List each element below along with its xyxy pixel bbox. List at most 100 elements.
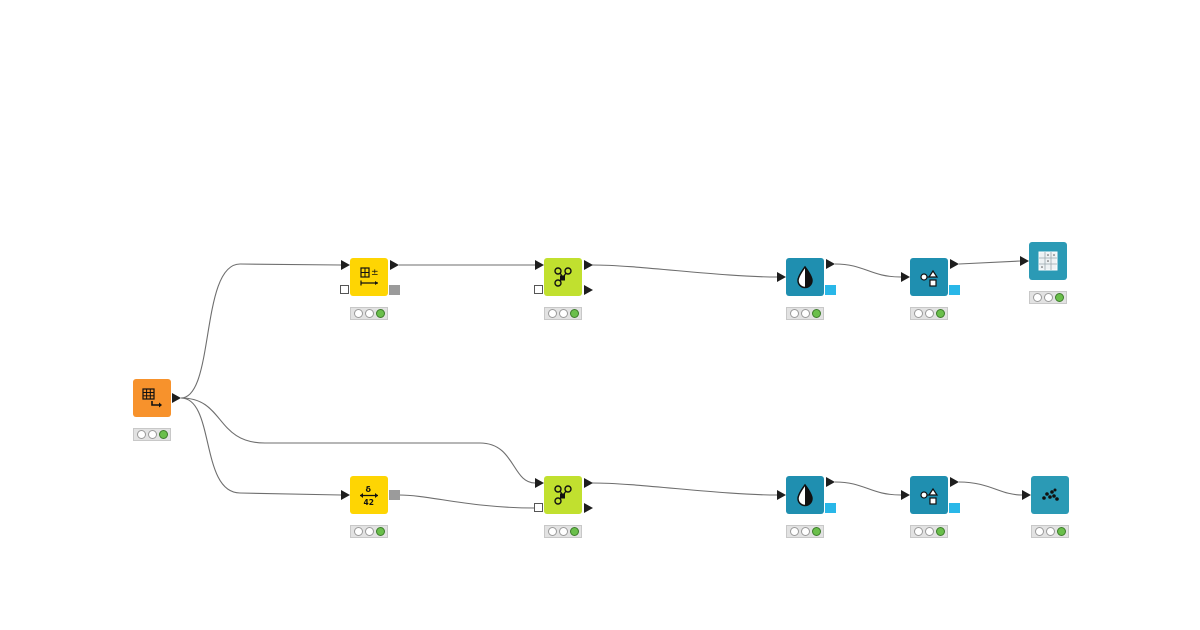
node-status <box>544 307 582 320</box>
output-port[interactable] <box>390 260 399 270</box>
model-output-port[interactable] <box>825 503 836 513</box>
status-light-green <box>935 309 945 318</box>
number-to-string-node[interactable]: δ 42 <box>350 476 388 514</box>
status-light-yellow <box>558 527 568 536</box>
node-status <box>786 525 824 538</box>
table-view-icon <box>1038 251 1058 271</box>
appender-top-node[interactable] <box>910 258 948 296</box>
status-light-yellow <box>558 309 568 318</box>
input-port[interactable] <box>1022 490 1031 500</box>
status-light-red <box>913 527 923 536</box>
table-reader-icon <box>142 388 162 408</box>
shapes-icon <box>920 269 939 287</box>
output-port[interactable] <box>172 393 181 403</box>
flow-variable-input-port[interactable] <box>340 285 349 294</box>
status-light-red <box>789 527 799 536</box>
connection-reader-to-number-to-string[interactable] <box>180 397 342 496</box>
connection-number-to-string-to-learner-bottom[interactable] <box>398 494 536 509</box>
input-port[interactable] <box>341 490 350 500</box>
status-light-yellow <box>1045 527 1055 536</box>
input-port[interactable] <box>901 272 910 282</box>
status-light-green <box>1056 527 1066 536</box>
learner-top-node[interactable] <box>544 258 582 296</box>
status-light-red <box>136 430 146 439</box>
svg-text:±: ± <box>371 268 379 278</box>
output-port[interactable] <box>826 477 835 487</box>
status-light-green <box>375 309 385 318</box>
number-to-string-icon: δ 42 <box>360 485 378 507</box>
connection-predictor-top-to-appender-top[interactable] <box>834 263 902 278</box>
appender-bottom-node[interactable] <box>910 476 948 514</box>
input-port[interactable] <box>777 272 786 282</box>
connection-reader-to-learner-bottom[interactable] <box>180 397 536 484</box>
status-light-yellow <box>924 309 934 318</box>
status-light-red <box>353 309 363 318</box>
status-light-red <box>547 309 557 318</box>
status-light-red <box>353 527 363 536</box>
svg-text:42: 42 <box>364 498 374 507</box>
connection-appender-top-to-table-view[interactable] <box>958 260 1021 265</box>
node-status <box>910 307 948 320</box>
status-light-green <box>569 309 579 318</box>
learner-icon <box>554 485 572 505</box>
status-light-red <box>1034 527 1044 536</box>
node-status <box>786 307 824 320</box>
status-light-red <box>913 309 923 318</box>
output-port[interactable] <box>950 477 959 487</box>
input-port[interactable] <box>901 490 910 500</box>
model-output-port[interactable] <box>949 285 960 295</box>
model-output-port[interactable] <box>389 285 400 295</box>
node-status <box>544 525 582 538</box>
input-port[interactable] <box>341 260 350 270</box>
output-port[interactable] <box>584 260 593 270</box>
status-light-yellow <box>924 527 934 536</box>
scatter-icon <box>1042 488 1059 501</box>
status-light-green <box>1054 293 1064 302</box>
node-status <box>910 525 948 538</box>
flow-variable-input-port[interactable] <box>534 285 543 294</box>
connection-learner-bottom-to-predictor-bottom[interactable] <box>591 482 778 496</box>
status-light-red <box>789 309 799 318</box>
input-port[interactable] <box>535 260 544 270</box>
learner-bottom-node[interactable] <box>544 476 582 514</box>
input-port[interactable] <box>777 490 786 500</box>
output-port[interactable] <box>584 478 593 488</box>
output-port[interactable] <box>584 503 593 513</box>
svg-text:δ: δ <box>366 485 372 494</box>
table-reader-node[interactable] <box>133 379 171 417</box>
predictor-bottom-node[interactable] <box>786 476 824 514</box>
node-status <box>133 428 171 441</box>
output-port[interactable] <box>584 285 593 295</box>
model-output-port[interactable] <box>949 503 960 513</box>
model-output-port[interactable] <box>389 490 400 500</box>
status-light-yellow <box>800 309 810 318</box>
connection-learner-top-to-predictor-top[interactable] <box>591 264 778 278</box>
status-light-green <box>811 309 821 318</box>
status-light-yellow <box>800 527 810 536</box>
connection-reader-to-column-filter[interactable] <box>180 263 342 399</box>
shapes-icon <box>920 487 939 505</box>
node-status <box>350 525 388 538</box>
status-light-red <box>547 527 557 536</box>
connection-appender-bottom-to-scatter-plot[interactable] <box>958 481 1023 496</box>
output-port[interactable] <box>826 259 835 269</box>
connection-predictor-bottom-to-appender-bottom[interactable] <box>834 481 902 496</box>
status-light-green <box>935 527 945 536</box>
status-light-green <box>375 527 385 536</box>
node-status <box>1031 525 1069 538</box>
flow-variable-input-port[interactable] <box>534 503 543 512</box>
model-output-port[interactable] <box>825 285 836 295</box>
output-port[interactable] <box>950 259 959 269</box>
node-status <box>1029 291 1067 304</box>
status-light-red <box>1032 293 1042 302</box>
table-view-node[interactable] <box>1029 242 1067 280</box>
input-port[interactable] <box>1020 256 1029 266</box>
predictor-top-node[interactable] <box>786 258 824 296</box>
input-port[interactable] <box>535 478 544 488</box>
status-light-yellow <box>1043 293 1053 302</box>
status-light-green <box>158 430 168 439</box>
node-status <box>350 307 388 320</box>
scatter-plot-node[interactable] <box>1031 476 1069 514</box>
column-filter-node[interactable]: ± <box>350 258 388 296</box>
